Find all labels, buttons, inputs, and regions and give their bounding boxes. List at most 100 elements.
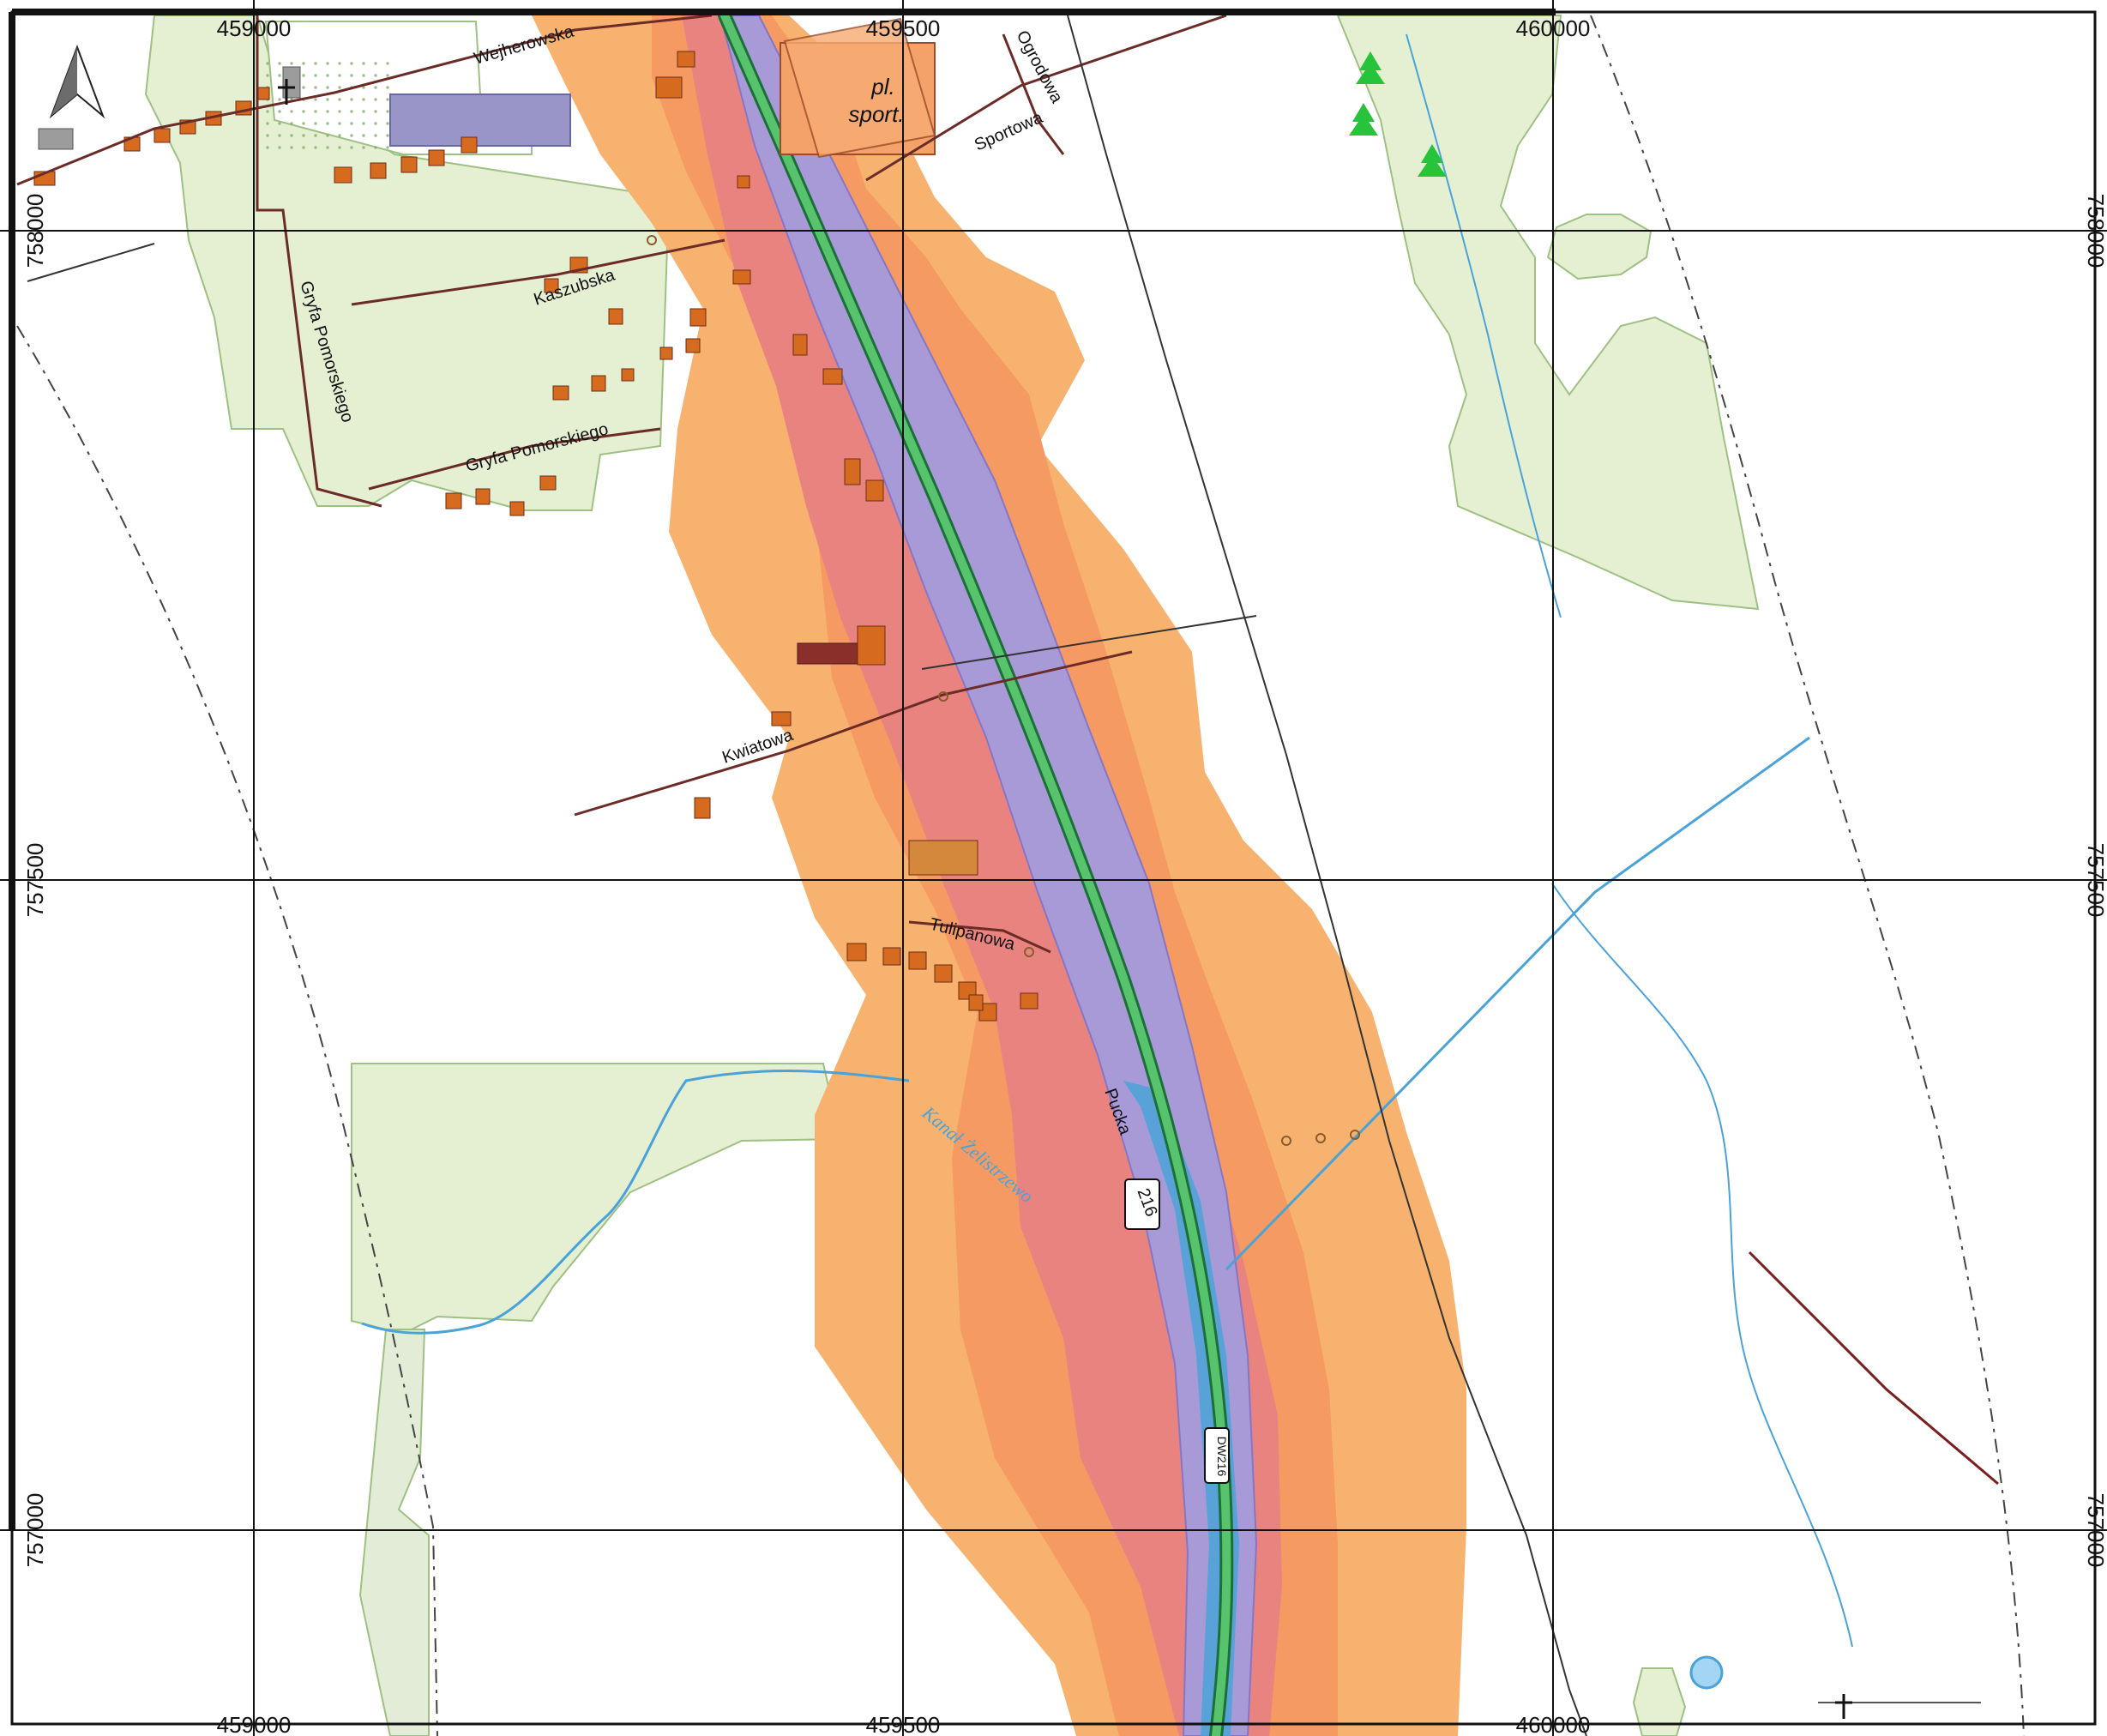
building: [732, 269, 751, 285]
grid-x-label-bottom-459000: 459000: [217, 1712, 292, 1736]
building: [822, 368, 843, 385]
outbuilding: [38, 128, 74, 150]
building: [154, 128, 171, 143]
frame-top-scale: [12, 9, 1556, 15]
grid-y-label-right-757500: 757500: [2083, 843, 2107, 918]
building: [552, 385, 569, 401]
point-symbol: [1281, 1136, 1291, 1146]
grid-y-label-right-758000: 758000: [2083, 194, 2107, 268]
road-kwiatowa: [574, 650, 1133, 817]
building: [509, 501, 525, 516]
route-badge-216: 216: [1124, 1178, 1161, 1230]
cross-icon: [1835, 1694, 1852, 1719]
tree-icon: [1356, 51, 1385, 84]
road-water-band: [1123, 1081, 1239, 1736]
building: [844, 458, 861, 485]
building: [539, 475, 557, 491]
building: [846, 943, 867, 961]
canal-zelistrzewo: [361, 1069, 910, 1335]
point-symbols: [647, 235, 1724, 1690]
grid-x-label-bottom-459500: 459500: [866, 1712, 941, 1736]
building: [978, 1003, 997, 1022]
point-symbol: [1315, 1133, 1326, 1143]
grid-y-label-757500: 757500: [22, 843, 48, 918]
road-kaszubska: [351, 238, 725, 306]
orchard-area: [257, 62, 399, 154]
flow-line-branch: [921, 615, 1257, 670]
point-symbol: [938, 691, 948, 702]
grid-x-label-459000: 459000: [217, 15, 292, 41]
point-symbol: [1024, 947, 1034, 957]
building: [1020, 992, 1038, 1010]
southwest-green-strip: [358, 1329, 430, 1736]
grid-x-label-459500: 459500: [866, 15, 941, 41]
building: [400, 156, 418, 173]
flow-lines: [27, 15, 1587, 1736]
north-arrow: [49, 45, 105, 119]
frame-left-scale: [9, 12, 15, 1530]
route-badge-dw216: DW216: [1204, 1427, 1230, 1484]
boundary-west: [16, 325, 438, 1736]
road-ogrodowa: [1002, 33, 1065, 155]
grid-y-label-757000: 757000: [22, 1493, 48, 1568]
tree-icon: [1418, 144, 1447, 177]
stream-north: [1406, 33, 1562, 618]
watercourse: [1225, 736, 1810, 1271]
road-dw216: [720, 11, 1231, 1736]
building: [908, 840, 978, 876]
tree-icons: [1349, 51, 1447, 177]
building: [857, 625, 886, 666]
sports-field: [780, 17, 936, 159]
point-symbol: [1350, 1130, 1360, 1140]
east-road: [1748, 1251, 1999, 1486]
buildings: [33, 51, 1038, 1022]
building: [882, 947, 901, 966]
building: [591, 375, 606, 392]
cross-icon: [278, 79, 295, 105]
building: [771, 711, 792, 726]
building: [659, 347, 673, 360]
building-dark: [797, 642, 869, 665]
building: [737, 175, 750, 189]
building: [461, 136, 478, 154]
building: [694, 797, 711, 819]
building: [445, 492, 462, 509]
pond-green-area: [1632, 1667, 1687, 1736]
building: [608, 308, 623, 325]
sports-field-outline: [783, 17, 936, 159]
building: [370, 162, 387, 179]
road-wejherowska: [16, 14, 713, 186]
building: [934, 964, 953, 983]
building: [685, 338, 701, 353]
point-symbol: [647, 235, 657, 245]
building: [428, 149, 445, 166]
route-small-badge-text: DW216: [1215, 1437, 1229, 1477]
boundary-lines: [16, 15, 2025, 1736]
route-small-badge-box: [1204, 1427, 1230, 1484]
pond: [1689, 1655, 1724, 1690]
zone-inner: [682, 15, 1282, 1736]
road-gryfa-pomorskiego-horizontal: [368, 427, 661, 491]
building: [621, 368, 635, 382]
building: [655, 76, 683, 99]
grid-x-label-460000: 460000: [1516, 15, 1591, 41]
flow-line-west: [27, 243, 155, 282]
north-arrow-shadow: [51, 47, 77, 116]
sports-field-label-line-1: pl.: [870, 74, 894, 99]
building: [908, 951, 927, 970]
building: [792, 334, 808, 356]
building: [256, 87, 270, 100]
flow-line-east: [1067, 15, 1587, 1736]
road-tulipanowa: [908, 920, 1051, 954]
building: [968, 994, 984, 1011]
building: [689, 308, 707, 327]
route-badge-box: [1124, 1178, 1160, 1230]
roads: [16, 14, 1999, 1703]
stream-east: [1551, 883, 1853, 1648]
grid-y-label-758000: 758000: [22, 194, 48, 268]
road-corridor: [718, 9, 1258, 1736]
road-sportowa: [865, 14, 1227, 182]
